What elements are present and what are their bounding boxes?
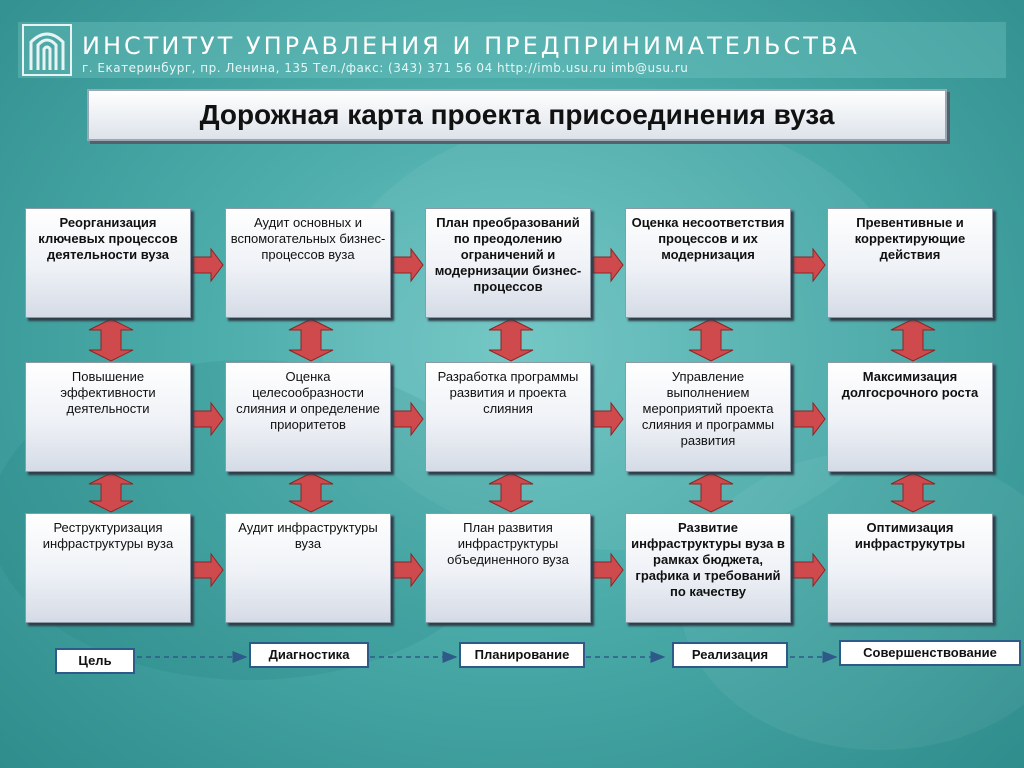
stage-diagnostics: Диагностика: [249, 642, 369, 668]
cell-efficiency-increase: Повышение эффективности деятельности: [25, 362, 191, 472]
stage-improvement: Совершенствование: [839, 640, 1021, 666]
cell-process-audit: Аудит основных и вспомогательных бизнес-…: [225, 208, 391, 318]
stage-implementation: Реализация: [672, 642, 788, 668]
cell-reorganization: Реорганизация ключевых процессов деятель…: [25, 208, 191, 318]
cell-infrastructure-restructuring: Реструктуризация инфраструктуры вуза: [25, 513, 191, 623]
stage-planning: Планирование: [459, 642, 585, 668]
cell-preventive-actions: Превентивные и корректирующие действия: [827, 208, 993, 318]
institute-name: ИНСТИТУТ УПРАВЛЕНИЯ И ПРЕДПРИНИМАТЕЛЬСТВ…: [82, 32, 860, 60]
cell-merger-feasibility: Оценка целесообразности слияния и опреде…: [225, 362, 391, 472]
cell-implementation-management: Управление выполнением мероприятий проек…: [625, 362, 791, 472]
header-banner: ИНСТИТУТ УПРАВЛЕНИЯ И ПРЕДПРИНИМАТЕЛЬСТВ…: [18, 22, 1006, 78]
institute-address: г. Екатеринбург, пр. Ленина, 135 Тел./фа…: [82, 61, 689, 75]
cell-growth-maximization: Максимизация долгосрочного роста: [827, 362, 993, 472]
cell-infrastructure-audit: Аудит инфраструктуры вуза: [225, 513, 391, 623]
cell-infrastructure-development: Развитие инфраструктуры вуза в рамках бю…: [625, 513, 791, 623]
cell-infrastructure-plan: План развития инфраструктуры объединенно…: [425, 513, 591, 623]
cell-transformation-plan: План преобразований по преодолению огран…: [425, 208, 591, 318]
cell-development-program: Разработка программы развития и проекта …: [425, 362, 591, 472]
institute-logo-icon: [22, 24, 72, 76]
page-title: Дорожная карта проекта присоединения вуз…: [87, 89, 947, 141]
stage-goal: Цель: [55, 648, 135, 674]
cell-infrastructure-optimization: Оптимизация инфраструкутры: [827, 513, 993, 623]
cell-nonconformity-assessment: Оценка несоответствия процессов и их мод…: [625, 208, 791, 318]
